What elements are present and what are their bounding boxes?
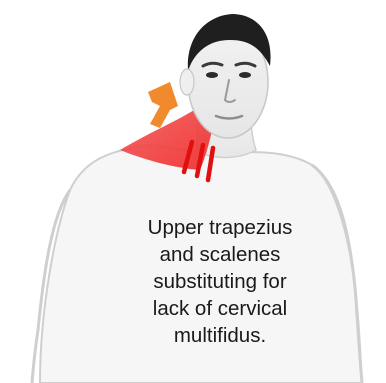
eye-right — [239, 72, 251, 78]
eye-left — [206, 72, 218, 78]
ear — [180, 69, 194, 95]
caption-line-5: multifidus. — [118, 322, 322, 349]
caption-line-4: lack of cervical — [118, 295, 322, 322]
caption-line-2: and scalenes — [118, 241, 322, 268]
caption: Upper trapezius and scalenes substitutin… — [118, 214, 322, 349]
caption-line-1: Upper trapezius — [118, 214, 322, 241]
caption-line-3: substituting for — [118, 268, 322, 295]
up-arrow-icon — [148, 82, 178, 128]
